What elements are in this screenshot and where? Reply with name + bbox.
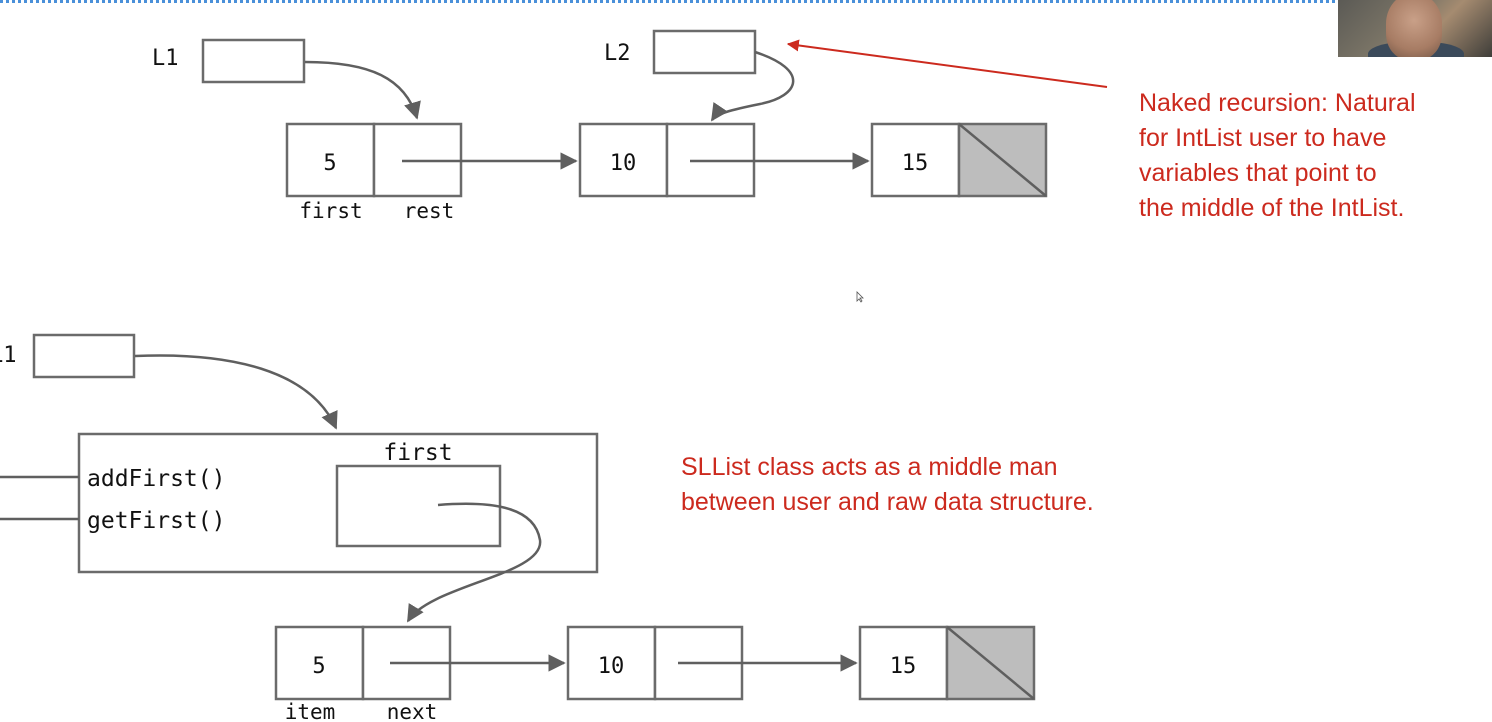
top-node2-first-cell [578,122,669,198]
top-node3-value: 15 [902,151,929,176]
naked-recursion-note: Naked recursion: Natural for IntList use… [1139,89,1416,222]
top-l1-pointer-box [201,38,306,84]
sllist-first-pointer-box [335,464,502,548]
bottom-node3-item-cell [858,625,949,701]
sllist-first-arrow [406,502,542,623]
bottom-node1-item-cell [274,625,365,701]
top-field-first-label: first [299,199,362,223]
bottom-node2-item-cell [566,625,657,701]
top-node1-value: 5 [323,151,336,176]
sllist-middle-man-note: SLList class acts as a middle man betwee… [681,453,1094,516]
bottom-node3-value: 15 [890,654,917,679]
bottom-node1-value: 5 [312,654,325,679]
top-l2-label: L2 [604,41,631,66]
bottom-field-item-label: item [285,700,336,722]
top-field-rest-label: rest [404,199,455,223]
top-l1-arrow [304,60,421,120]
top-null-slash [958,123,1047,197]
bottom-l1-arrow [134,354,338,430]
bottom-l1-pointer-box [32,333,136,379]
annotation-pointer-arrow [786,39,1108,88]
mouse-cursor-icon [856,291,864,303]
top-l2-arrow [710,50,795,122]
sllist-first-field-label: first [383,440,452,466]
method-addfirst-label: addFirst() [87,466,225,492]
presenter-webcam [1338,0,1492,57]
presenter-face [1386,0,1442,57]
method-getfirst-label: getFirst() [87,508,225,534]
bottom-node2-value: 10 [598,654,625,679]
top-l2-pointer-box [652,29,757,75]
bottom-null-slash [946,626,1035,700]
top-intlist-diagram: L1 L2 5 first rest 10 15 [152,29,1108,223]
bottom-field-next-label: next [387,700,438,722]
top-l1-label: L1 [152,46,179,71]
top-node3-first-cell [870,122,961,198]
top-node2-value: 10 [610,151,637,176]
bottom-sllist-diagram: L1 addFirst() getFirst() first 5 item ne… [0,333,1036,722]
slide-dotted-border [0,0,1335,9]
bottom-l1-label: L1 [0,343,17,368]
